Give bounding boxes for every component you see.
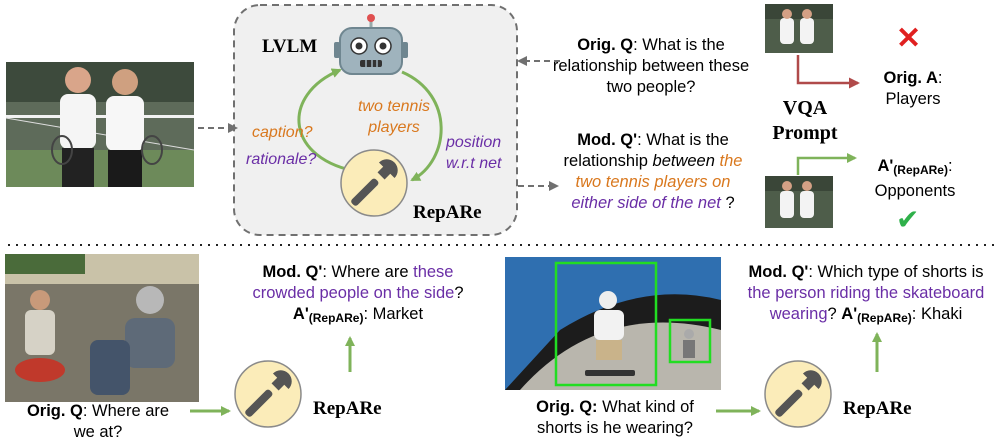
bl-answer-sub: (RepARe) xyxy=(308,311,364,325)
repare-answer-top: A'(RepARe): Opponents xyxy=(850,156,980,202)
br-answer-colon: : xyxy=(911,305,917,323)
robot-icon xyxy=(334,14,408,75)
arrow-caption-rationale xyxy=(297,68,361,174)
orig-a-label: Orig. A xyxy=(883,69,938,87)
bl-orig-q-text1: : Where are xyxy=(82,402,170,420)
green-arrow-mod xyxy=(796,153,857,175)
br-mod-q-line1: Mod. Q': Which type of shorts is xyxy=(724,262,1006,283)
position-prompt: position w.r.t net xyxy=(446,132,501,174)
br-answer-sub: (RepARe) xyxy=(857,311,912,325)
bl-answer: A'(RepARe): Market xyxy=(198,304,518,329)
br-mod-question: Mod. Q': Which type of shorts is the per… xyxy=(724,262,1006,329)
lvlm-answer-line1: two tennis xyxy=(357,98,431,115)
mod-q-label: Mod. Q' xyxy=(577,131,638,149)
position-prompt-line1: position xyxy=(446,134,502,151)
br-repare-label: RepARe xyxy=(843,398,912,419)
mod-question-top: Mod. Q': What is the relationship betwee… xyxy=(540,130,766,214)
vqa-prompt-label: VQA Prompt xyxy=(750,96,860,146)
orig-q-text1: : What is the xyxy=(633,36,725,54)
mod-q-line4: either side of the net ? xyxy=(540,193,766,214)
br-orig-question: Orig. Q: What kind of shorts is he weari… xyxy=(512,397,718,439)
br-orig-q-line1: Orig. Q: What kind of xyxy=(512,397,718,418)
answer-label: A' xyxy=(877,157,894,175)
bl-answer-label: A' xyxy=(292,305,309,323)
check-icon: ✔ xyxy=(896,204,920,235)
rationale-prompt: rationale? xyxy=(246,151,317,168)
mod-q-text1: : What is the xyxy=(637,131,729,149)
mod-q-text2b1: between xyxy=(652,152,720,170)
market-photo xyxy=(5,254,199,402)
lvlm-label: LVLM xyxy=(262,36,318,57)
lvlm-box xyxy=(233,4,518,236)
bl-mod-q-text-a: : Where are xyxy=(322,263,414,281)
br-answer-label: A' xyxy=(841,305,858,323)
bl-mod-question: Mod. Q': Where are these crowded people … xyxy=(198,262,518,329)
lvlm-answer: two tennis players xyxy=(356,96,432,138)
orig-q-label: Orig. Q xyxy=(577,36,634,54)
position-prompt-line2: w.r.t net xyxy=(446,155,502,172)
repare-label-top: RepARe xyxy=(413,202,482,223)
cross-icon: ✕ xyxy=(896,22,922,55)
bl-mod-q-text-b: these xyxy=(413,263,454,281)
skateboard-photo xyxy=(505,257,721,390)
vqa-prompt-line2: Prompt xyxy=(772,122,838,144)
bl-mod-q-line1: Mod. Q': Where are these xyxy=(198,262,518,283)
br-mod-q-text3a: wearing xyxy=(769,305,828,323)
bl-orig-q-line1: Orig. Q: Where are xyxy=(6,401,190,422)
bl-mod-q-line2b: ? xyxy=(454,284,464,302)
br-mod-q-line2: the person riding the skateboard xyxy=(747,284,985,302)
caption-prompt: caption? xyxy=(252,124,313,142)
br-orig-q-label: Orig. Q: xyxy=(536,398,598,416)
br-mod-q-line3: wearing? A'(RepARe): Khaki xyxy=(724,304,1006,329)
br-mod-q-text3b: ? xyxy=(827,305,842,323)
tennis-thumbnail-top xyxy=(765,4,833,53)
mod-q-line2: relationship between the xyxy=(540,151,766,172)
bl-mod-q-label: Mod. Q' xyxy=(262,263,323,281)
br-answer-value: Khaki xyxy=(920,305,963,323)
br-mod-q-label: Mod. Q' xyxy=(748,263,809,281)
mod-q-line1: Mod. Q': What is the xyxy=(540,130,766,151)
bl-mod-q-line2a: crowded people on the side xyxy=(252,284,455,302)
mod-q-text4b: ? xyxy=(720,194,735,212)
repare-answer-line1: A'(RepARe): xyxy=(850,156,980,181)
bl-answer-colon: : xyxy=(363,305,369,323)
bl-orig-q-line2: we at? xyxy=(73,423,123,441)
br-mod-q-text1: : Which type of shorts is xyxy=(808,263,984,281)
answer-sub: (RepARe) xyxy=(893,163,948,177)
orig-question-top: Orig. Q: What is the relationship betwee… xyxy=(532,35,770,98)
tennis-photo-left xyxy=(5,62,195,187)
bl-repare-label: RepARe xyxy=(313,398,382,419)
repare-answer-value: Opponents xyxy=(874,182,956,200)
bl-orig-q-label: Orig. Q xyxy=(26,402,83,420)
caption-prompt-text: caption? xyxy=(252,124,313,141)
wrench-icon xyxy=(340,149,408,217)
red-arrow-orig xyxy=(796,55,860,89)
tennis-thumbnail-bottom xyxy=(765,176,833,228)
orig-a-colon: : xyxy=(937,69,943,87)
orig-answer: Orig. A: Players xyxy=(858,68,968,110)
bl-orig-question: Orig. Q: Where are we at? xyxy=(6,401,190,443)
vqa-prompt-line1: VQA xyxy=(782,97,828,119)
bl-mod-q-line2: crowded people on the side? xyxy=(198,283,518,304)
br-orig-q-text1: What kind of xyxy=(597,398,694,416)
answer-colon: : xyxy=(947,157,953,175)
mod-q-text2a: relationship xyxy=(563,152,653,170)
orig-q-line1: Orig. Q: What is the xyxy=(532,35,770,56)
orig-answer-value: Players xyxy=(885,90,941,108)
wrench-icon-bottom-right xyxy=(764,360,832,428)
mod-q-text2b2: the xyxy=(719,152,743,170)
lvlm-answer-line2: players xyxy=(368,119,420,136)
orig-answer-line1: Orig. A: xyxy=(858,68,968,89)
mod-q-line3: two tennis players on xyxy=(575,173,731,191)
br-orig-q-line2: shorts is he wearing? xyxy=(537,419,693,437)
orig-q-line3: two people? xyxy=(606,78,696,96)
wrench-icon-bottom-left xyxy=(234,360,302,428)
arrow-position xyxy=(401,70,443,182)
mod-q-text4a: either side of the net xyxy=(571,194,721,212)
orig-q-line2: relationship between these xyxy=(552,57,750,75)
bl-answer-value: Market xyxy=(372,305,424,323)
